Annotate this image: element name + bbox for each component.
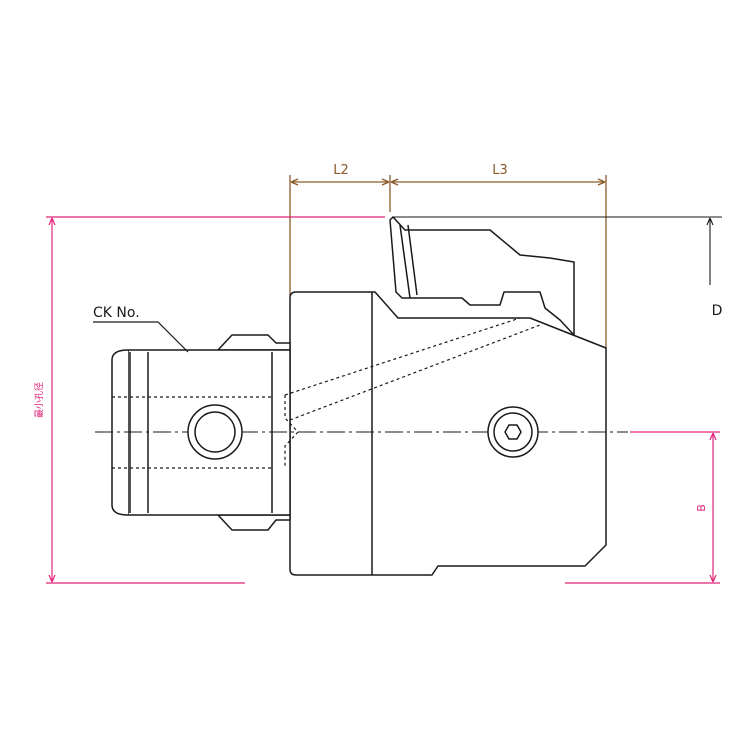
min-bore-arrow-top [48, 217, 56, 226]
insert-edge-2 [407, 224, 418, 296]
main-housing [289, 291, 607, 576]
shank-screw [187, 404, 243, 460]
insert-edge-1 [399, 224, 411, 299]
ck-no-label: CK No. [93, 305, 140, 321]
hex-socket-icon [504, 424, 522, 440]
d-arrow [706, 217, 714, 226]
b-arrow-bottom [709, 574, 717, 583]
l2-arrow-left [290, 178, 299, 186]
l2-arrow-right [381, 178, 390, 186]
body-screw [487, 406, 539, 458]
magenta-dimensions [46, 216, 720, 584]
ck-no-leader [93, 321, 189, 353]
hidden-channel-2 [289, 324, 541, 421]
l3-arrow-right [597, 178, 606, 186]
b-arrow-top [709, 432, 717, 441]
tool-body [111, 216, 607, 576]
min-bore-arrow-bottom [48, 574, 56, 583]
b-label: B [695, 504, 708, 512]
l3-label: L3 [492, 163, 508, 178]
l3-arrow-left [390, 178, 399, 186]
shank-flange-bottom [217, 514, 291, 531]
l2-l3-dimensions [289, 175, 607, 348]
shank-screw-inner [194, 411, 236, 453]
l2-label: L2 [333, 163, 349, 178]
shank-flange-top [217, 334, 291, 351]
min-bore-label: 最小孔径 [33, 382, 45, 418]
insert-holder [389, 216, 575, 336]
d-label: D [712, 303, 723, 319]
d-dimension [392, 216, 722, 285]
hidden-channel-1 [284, 317, 521, 396]
